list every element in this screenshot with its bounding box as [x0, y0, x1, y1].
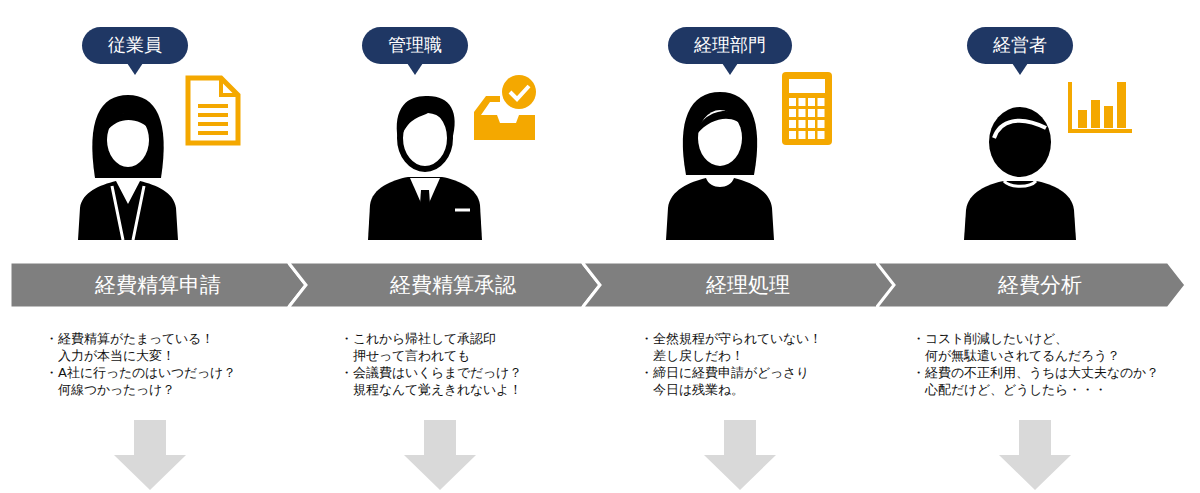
document-icon: [188, 78, 238, 143]
calculator-key: [808, 98, 815, 106]
employee-figure: [78, 95, 178, 240]
down-arrow: [114, 420, 1071, 490]
calculator-key: [789, 120, 796, 128]
calculator-key: [799, 109, 806, 117]
process-chevron: 経費精算承認: [288, 262, 600, 308]
calculator-key: [799, 131, 806, 139]
executive-figure: [964, 107, 1076, 240]
calculator-key: [799, 98, 806, 106]
bar-chart-icon: [1070, 82, 1132, 131]
chevron-fill: [876, 262, 1186, 308]
manager-figure: [368, 96, 482, 240]
role-bubble: 経営者: [967, 27, 1073, 64]
process-chevron: 経理処理: [582, 262, 896, 308]
role-name: 従業員: [108, 34, 162, 55]
role-name: 経営者: [993, 34, 1047, 55]
calculator-icon: [782, 72, 832, 145]
calculator-key: [818, 98, 825, 106]
calculator-key: [818, 109, 825, 117]
accountant-figure: [666, 92, 774, 240]
role-bubble: 経理部門: [668, 27, 792, 64]
note-text: ・経費の不正利用、うちは大丈夫なのか？ 心配だけど、どうしたら・・・: [912, 364, 1187, 398]
calculator-key: [789, 131, 796, 139]
calculator-key: [818, 120, 825, 128]
calculator-key: [789, 109, 796, 117]
calculator-key: [818, 131, 825, 139]
calculator-key: [808, 120, 815, 128]
process-chevron: 経費精算申請: [10, 262, 306, 308]
note-text: ・これから帰社して承認印 押せって言われても: [340, 330, 583, 364]
calculator-key: [789, 98, 796, 106]
note-text: ・全然規程が守られていない！ 差し戻しだわ！: [640, 330, 883, 364]
role-bubble: 管理職: [362, 27, 468, 64]
step-name: 経費分析: [998, 271, 1082, 299]
note-text: ・A社に行ったのはいつだっけ？ 何線つかったっけ？: [45, 364, 288, 398]
step-name: 経費精算申請: [95, 271, 221, 299]
calculator-key: [799, 120, 806, 128]
calculator-key: [808, 109, 815, 117]
chevron-fill: [10, 262, 306, 308]
note-text: ・会議費はいくらまでだっけ？ 規程なんて覚えきれないよ！: [340, 364, 593, 398]
note-text: ・締日に経費申請がどっさり 今日は残業ね。: [640, 364, 883, 398]
inbox-check-icon: [474, 75, 536, 140]
calculator-key: [808, 131, 815, 139]
role-name: 管理職: [388, 34, 442, 55]
step-name: 経理処理: [706, 271, 790, 299]
note-text: ・コスト削減したいけど、 何が無駄遣いされてるんだろう？: [912, 330, 1187, 364]
chevron-fill: [288, 262, 600, 308]
note-text: ・経費精算がたまっている！ 入力が本当に大変！: [45, 330, 288, 364]
role-name: 経理部門: [694, 34, 766, 55]
step-name: 経費精算承認: [390, 271, 516, 299]
role-bubble: 従業員: [82, 27, 188, 64]
process-chevron: 経費分析: [876, 262, 1186, 308]
chevron-fill: [582, 262, 896, 308]
